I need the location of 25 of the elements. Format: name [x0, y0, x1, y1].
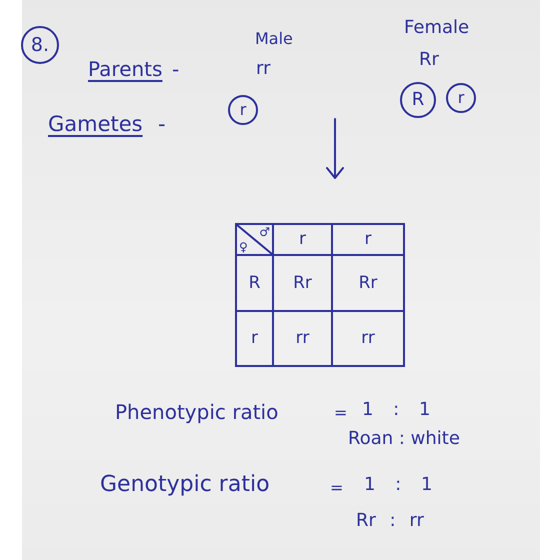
offspring-genotype: rr — [331, 310, 405, 367]
equals-sign: = — [334, 405, 348, 421]
genotype-names: Rr : rr — [356, 512, 424, 530]
circled-number: 8. — [21, 26, 59, 64]
ratio-heading: Genotypic ratio — [100, 474, 270, 496]
separator-dash: - — [172, 59, 180, 79]
parent-heading: Male — [255, 31, 293, 47]
separator-dash: - — [158, 114, 166, 135]
row-heading: Parents — [88, 59, 162, 79]
ratio-heading: Phenotypic ratio — [115, 402, 278, 422]
gamete-circle: r — [228, 95, 258, 125]
equals-sign: = — [330, 480, 344, 496]
gamete-header: r — [235, 310, 274, 367]
ratio-value: 1 : 1 — [364, 476, 432, 494]
parent-genotype: rr — [256, 60, 270, 78]
row-heading: Gametes — [48, 114, 143, 135]
parent-genotype: Rr — [419, 51, 439, 69]
parent-heading: Female — [404, 19, 470, 37]
phenotype-names: Roan : white — [348, 430, 460, 448]
sex-symbol: ♂ — [259, 226, 270, 238]
sex-symbol: ♀ — [239, 241, 248, 253]
ratio-value: 1 : 1 — [362, 401, 430, 419]
gamete-circle: R — [400, 82, 436, 118]
gamete-circle: r — [446, 83, 476, 113]
gamete-header: r — [331, 223, 405, 256]
